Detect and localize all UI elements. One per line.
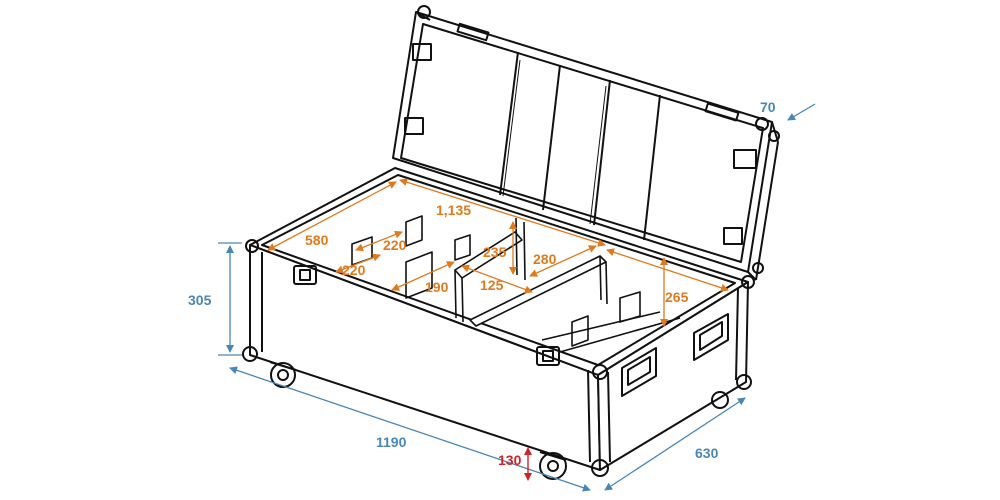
compartment-c-depth-label: 280	[533, 251, 557, 267]
compartment-b-width-line	[391, 261, 455, 291]
compartment-a-depth-label: 220	[342, 262, 366, 278]
interior-width-line	[267, 181, 397, 251]
compartment-c-depth-line	[529, 245, 597, 277]
compartment-a-depth-line	[335, 253, 381, 274]
height-label: 305	[188, 292, 212, 308]
compartment-c-width-line	[461, 264, 533, 294]
external-dimension-labels: 305 1190 630 70	[188, 99, 776, 461]
length-label: 1190	[376, 434, 407, 450]
interior-length-line	[399, 178, 606, 247]
compartment-c-width-label: 125	[480, 277, 504, 293]
case-lid	[392, 5, 780, 281]
compartment-b-width-label: 190	[425, 279, 449, 295]
width-dimension-line	[604, 397, 746, 491]
internal-dimensions	[267, 178, 729, 327]
interior-length-label: 1,135	[436, 202, 471, 218]
width-label: 630	[695, 445, 719, 461]
lid-depth-label: 70	[760, 99, 776, 115]
internal-dimension-labels: 1,135 580 220 220 190 125 235 280 265	[305, 202, 689, 305]
lid-depth-arrow	[787, 103, 816, 121]
compartment-a-width-label: 220	[383, 237, 407, 253]
compartment-a-width-line	[355, 230, 403, 252]
interior-height-label: 265	[665, 289, 689, 305]
interior-width-label: 580	[305, 232, 329, 248]
wheel-height-label: 130	[498, 452, 522, 468]
partition-height-label: 235	[483, 244, 507, 260]
